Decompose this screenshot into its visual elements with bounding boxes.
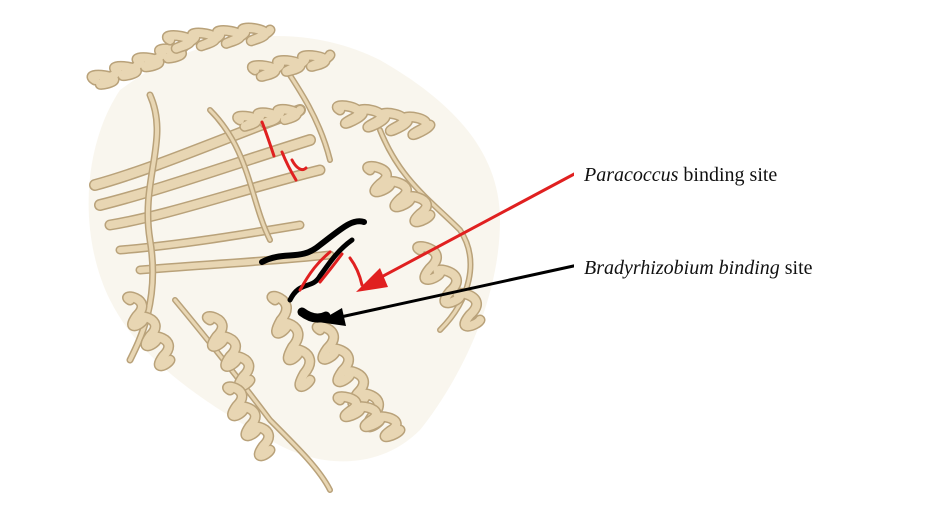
- paracoccus-label: Paracoccus binding site: [574, 156, 787, 195]
- bradyrhizobium-label-italic: Bradyrhizobium binding: [584, 257, 780, 279]
- bradyrhizobium-label: Bradyrhizobium binding site: [574, 249, 823, 288]
- paracoccus-label-italic: Paracoccus: [584, 164, 678, 186]
- bradyrhizobium-label-rest: site: [780, 257, 813, 279]
- paracoccus-label-rest: binding site: [678, 164, 777, 186]
